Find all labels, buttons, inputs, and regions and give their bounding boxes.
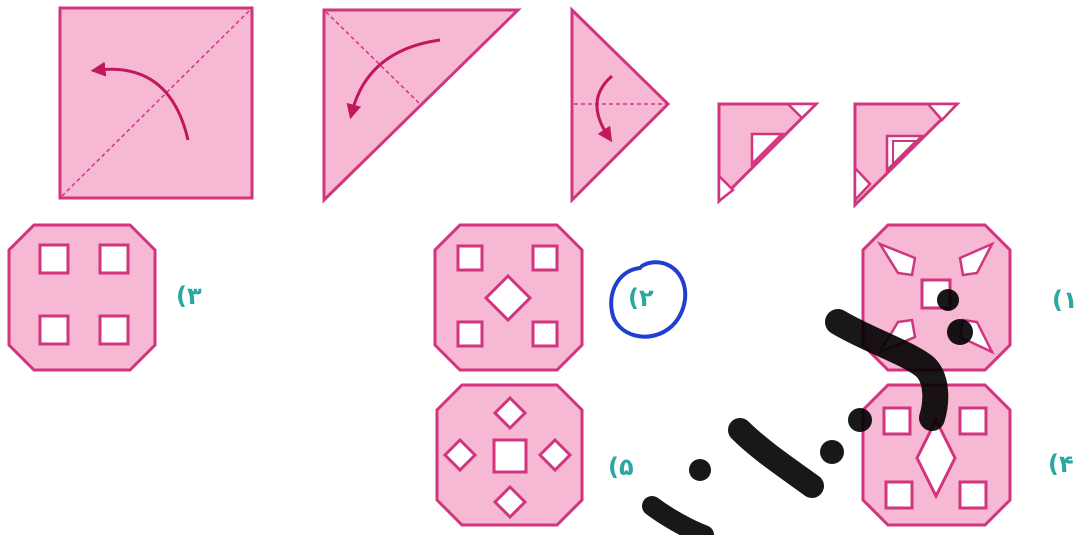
fold-step-3-triangle [572, 10, 668, 200]
fold-step-4-cut-triangle [719, 104, 816, 201]
option-2-label: ۲) [628, 286, 654, 310]
option-3-label: ۳) [176, 284, 202, 308]
fold-step-2-triangle [324, 10, 518, 200]
option-2-shape[interactable] [435, 225, 582, 370]
fold-step-1-square [60, 8, 252, 198]
option-5-shape[interactable] [437, 385, 582, 525]
option-5-label: ۵) [608, 455, 634, 479]
option-4-label: ۴) [1048, 452, 1074, 476]
option-1-label: ۱) [1052, 288, 1078, 312]
fold-step-5-cut-triangle [855, 104, 957, 205]
option-3-shape[interactable] [9, 225, 155, 370]
